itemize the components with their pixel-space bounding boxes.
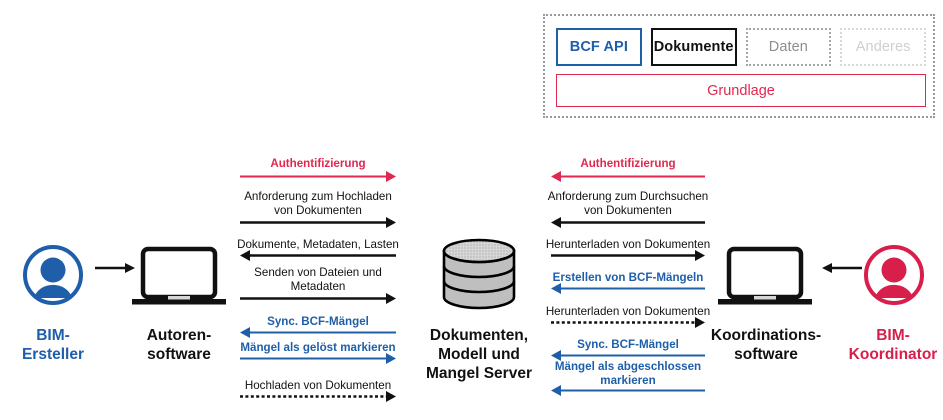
flow-arrow-left-4 — [240, 326, 396, 338]
flow-label-left-1: Anforderung zum Hochladen von Dokumenten — [244, 190, 392, 217]
person-icon — [22, 244, 84, 306]
person-icon — [863, 244, 925, 306]
legend-item-dokumente: Dokumente — [650, 28, 737, 66]
flow-arrow-left-6 — [240, 390, 396, 402]
flow-label-right-4: Herunterladen von Dokumenten — [545, 305, 711, 318]
legend-row: BCF API Dokumente Daten Anderes — [556, 28, 926, 66]
actor-label-bim-koordinator: BIM- Koordinator — [848, 327, 938, 363]
link-ersteller-to-autorensoftware — [95, 263, 135, 273]
flow-label-right-1: Anforderung zum Durchsuchen von Dokument… — [547, 190, 709, 217]
flow-label-left-5: Mängel als gelöst markieren — [240, 341, 396, 354]
flow-arrow-left-3 — [240, 292, 396, 304]
legend-item-daten: Daten — [745, 28, 832, 66]
flow-label-right-3: Erstellen von BCF-Mängeln — [552, 271, 704, 284]
legend-item-bcf-api: BCF API — [556, 28, 642, 66]
flow-arrow-right-0 — [551, 170, 705, 182]
flow-arrow-right-3 — [551, 282, 705, 294]
flow-label-right-5: Sync. BCF-Mängel — [577, 338, 679, 351]
flow-label-left-4: Sync. BCF-Mängel — [267, 315, 369, 328]
flow-arrow-right-6 — [551, 384, 705, 396]
flow-label-left-0: Authentifizierung — [270, 157, 366, 170]
flow-arrow-right-1 — [551, 216, 705, 228]
database-icon — [440, 238, 518, 310]
flow-arrow-left-0 — [240, 170, 396, 182]
flow-label-right-0: Authentifizierung — [580, 157, 676, 170]
flow-label-left-2: Dokumente, Metadaten, Lasten — [237, 238, 399, 251]
flow-arrow-right-5 — [551, 349, 705, 361]
flow-label-left-6: Hochladen von Dokumenten — [244, 379, 392, 392]
actor-label-bim-ersteller: BIM- Ersteller — [21, 327, 85, 363]
flow-arrow-left-2 — [240, 249, 396, 261]
actor-label-server: Dokumenten, Modell und Mangel Server — [426, 327, 532, 382]
flow-arrow-right-2 — [551, 249, 705, 261]
laptop-icon — [132, 246, 226, 308]
flow-arrow-left-1 — [240, 216, 396, 228]
flow-arrow-right-4 — [551, 316, 705, 328]
legend-panel: BCF API Dokumente Daten Anderes Grundlag… — [543, 14, 935, 118]
legend-item-grundlage: Grundlage — [556, 74, 926, 107]
flow-label-right-2: Herunterladen von Dokumenten — [545, 238, 711, 251]
legend-item-anderes: Anderes — [840, 28, 926, 66]
flow-arrow-left-5 — [240, 352, 396, 364]
flow-label-left-3: Senden von Dateien und Metadaten — [254, 266, 382, 293]
laptop-icon — [718, 246, 812, 308]
link-koordinator-to-koordinationssoftware — [822, 263, 862, 273]
flow-label-right-6: Mängel als abgeschlossen markieren — [554, 360, 702, 387]
actor-label-koordinationssoftware: Koordinations- software — [710, 327, 822, 363]
actor-label-autorensoftware: Autoren- software — [146, 327, 212, 363]
